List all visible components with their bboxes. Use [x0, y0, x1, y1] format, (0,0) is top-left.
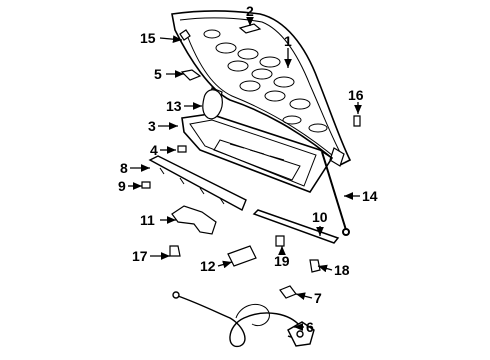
- callout-labels: 2 1 15 5 16 13 3 4 8 9 14 11 10 17 12 19…: [118, 3, 378, 335]
- callout-3: 3: [148, 118, 156, 134]
- callout-14: 14: [362, 188, 378, 204]
- callout-15: 15: [140, 30, 156, 46]
- release-cable: [172, 291, 315, 347]
- hood-outer-panel: [171, 10, 352, 166]
- callout-9: 9: [118, 178, 126, 194]
- hood-insulator: [181, 113, 334, 193]
- callout-7: 7: [314, 290, 322, 306]
- callout-1: 1: [284, 33, 292, 49]
- callout-16: 16: [348, 87, 364, 103]
- callout-12: 12: [200, 258, 216, 274]
- callout-leaders: [128, 16, 362, 331]
- callout-11: 11: [140, 212, 155, 228]
- front-molding: [148, 155, 247, 211]
- hood-perforations: [203, 29, 328, 133]
- callout-19: 19: [274, 253, 290, 269]
- callout-5: 5: [154, 66, 162, 82]
- callout-13: 13: [166, 98, 182, 114]
- hood-support-rod: [321, 151, 350, 236]
- callout-6: 6: [306, 319, 314, 335]
- callout-18: 18: [334, 262, 350, 278]
- callout-17: 17: [132, 248, 148, 264]
- hood-weatherstrip: [252, 209, 340, 244]
- callout-2: 2: [246, 3, 254, 19]
- callout-4: 4: [150, 142, 158, 158]
- callout-10: 10: [312, 209, 328, 225]
- callout-8: 8: [120, 160, 128, 176]
- small-parts: [141, 23, 361, 299]
